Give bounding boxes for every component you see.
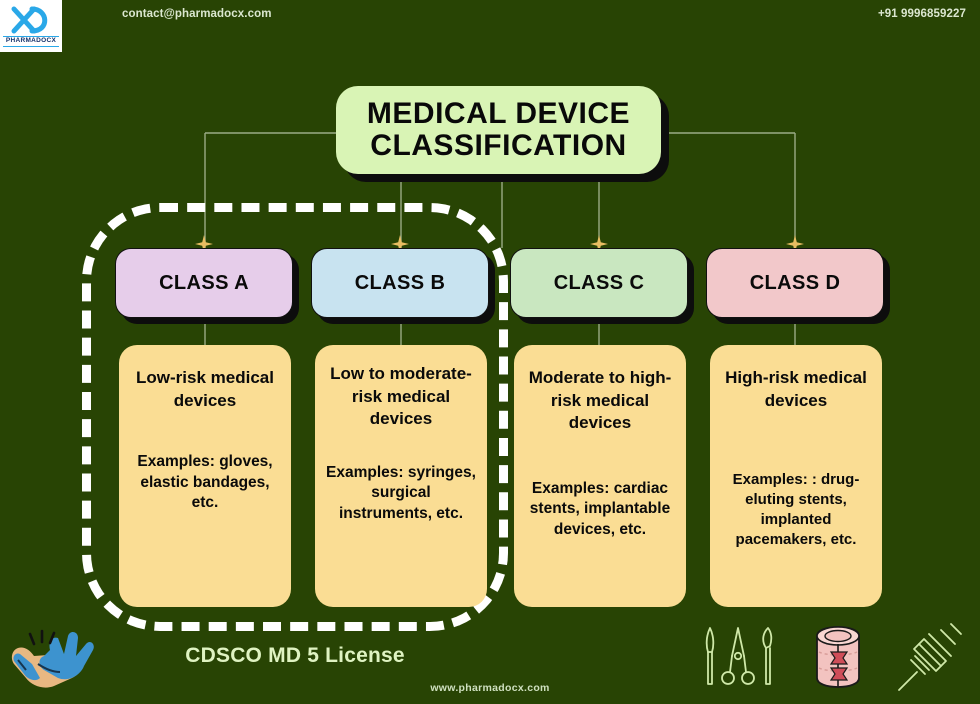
class-b-risk-text: Low to moderate-risk medical devices (330, 364, 472, 429)
sparkle-icon (590, 235, 608, 253)
class-chip-c-face[interactable]: CLASS C (510, 248, 688, 318)
contact-phone[interactable]: +91 9996859227 (877, 8, 966, 20)
class-card-c: Moderate to high-risk medical devices Ex… (514, 345, 686, 607)
medical-gloves-icon (11, 629, 94, 688)
pharmadocx-logo: PHARMADOCX (0, 0, 62, 52)
class-chip-c-label: CLASS C (553, 271, 645, 294)
class-d-risk-text: High-risk medical devices (725, 368, 867, 410)
class-chip-b-label: CLASS B (354, 271, 446, 294)
class-a-risk-text: Low-risk medical devices (136, 368, 274, 410)
cdsco-license-label: CDSCO MD 5 License (185, 644, 405, 667)
class-chip-b-face[interactable]: CLASS B (311, 248, 489, 318)
sparkle-icon (195, 235, 213, 253)
page-title-text: MEDICAL DEVICE CLASSIFICATION (366, 96, 631, 162)
class-chip-c[interactable]: CLASS C (510, 248, 694, 324)
contact-email[interactable]: contact@pharmadocx.com (122, 8, 272, 20)
class-chip-d[interactable]: CLASS D (706, 248, 890, 324)
logo-mark-icon (11, 6, 48, 34)
class-chip-b[interactable]: CLASS B (311, 248, 495, 324)
sparkle-icon (391, 235, 409, 253)
class-card-d: High-risk medical devices Examples: : dr… (710, 345, 882, 607)
sparkle-icon (786, 235, 804, 253)
class-c-examples-text: Examples: cardiac stents, implantable de… (529, 479, 671, 539)
class-card-a: Low-risk medical devices Examples: glove… (119, 345, 291, 607)
site-url[interactable]: www.pharmadocx.com (430, 682, 550, 694)
logo-wordmark: PHARMADOCX (3, 36, 59, 47)
bandage-roll-icon (816, 626, 860, 688)
class-chip-d-label: CLASS D (749, 271, 841, 294)
class-b-examples-text: Examples: syringes, surgical instruments… (326, 463, 476, 523)
class-c-risk-text: Moderate to high-risk medical devices (528, 368, 672, 433)
class-chip-a-label: CLASS A (159, 271, 249, 294)
cdsco-md5-highlight-border (82, 203, 508, 631)
page-title: MEDICAL DEVICE CLASSIFICATION (336, 86, 661, 174)
surgical-instruments-icon (705, 627, 773, 685)
class-chip-a[interactable]: CLASS A (115, 248, 299, 324)
class-d-examples-text: Examples: : drug-eluting stents, implant… (732, 471, 860, 549)
class-chip-a-face[interactable]: CLASS A (115, 248, 293, 318)
syringe-icon (898, 623, 962, 691)
class-a-examples-text: Examples: gloves, elastic bandages, etc. (137, 453, 273, 512)
class-card-b: Low to moderate-risk medical devices Exa… (315, 345, 487, 607)
class-chip-d-face[interactable]: CLASS D (706, 248, 884, 318)
